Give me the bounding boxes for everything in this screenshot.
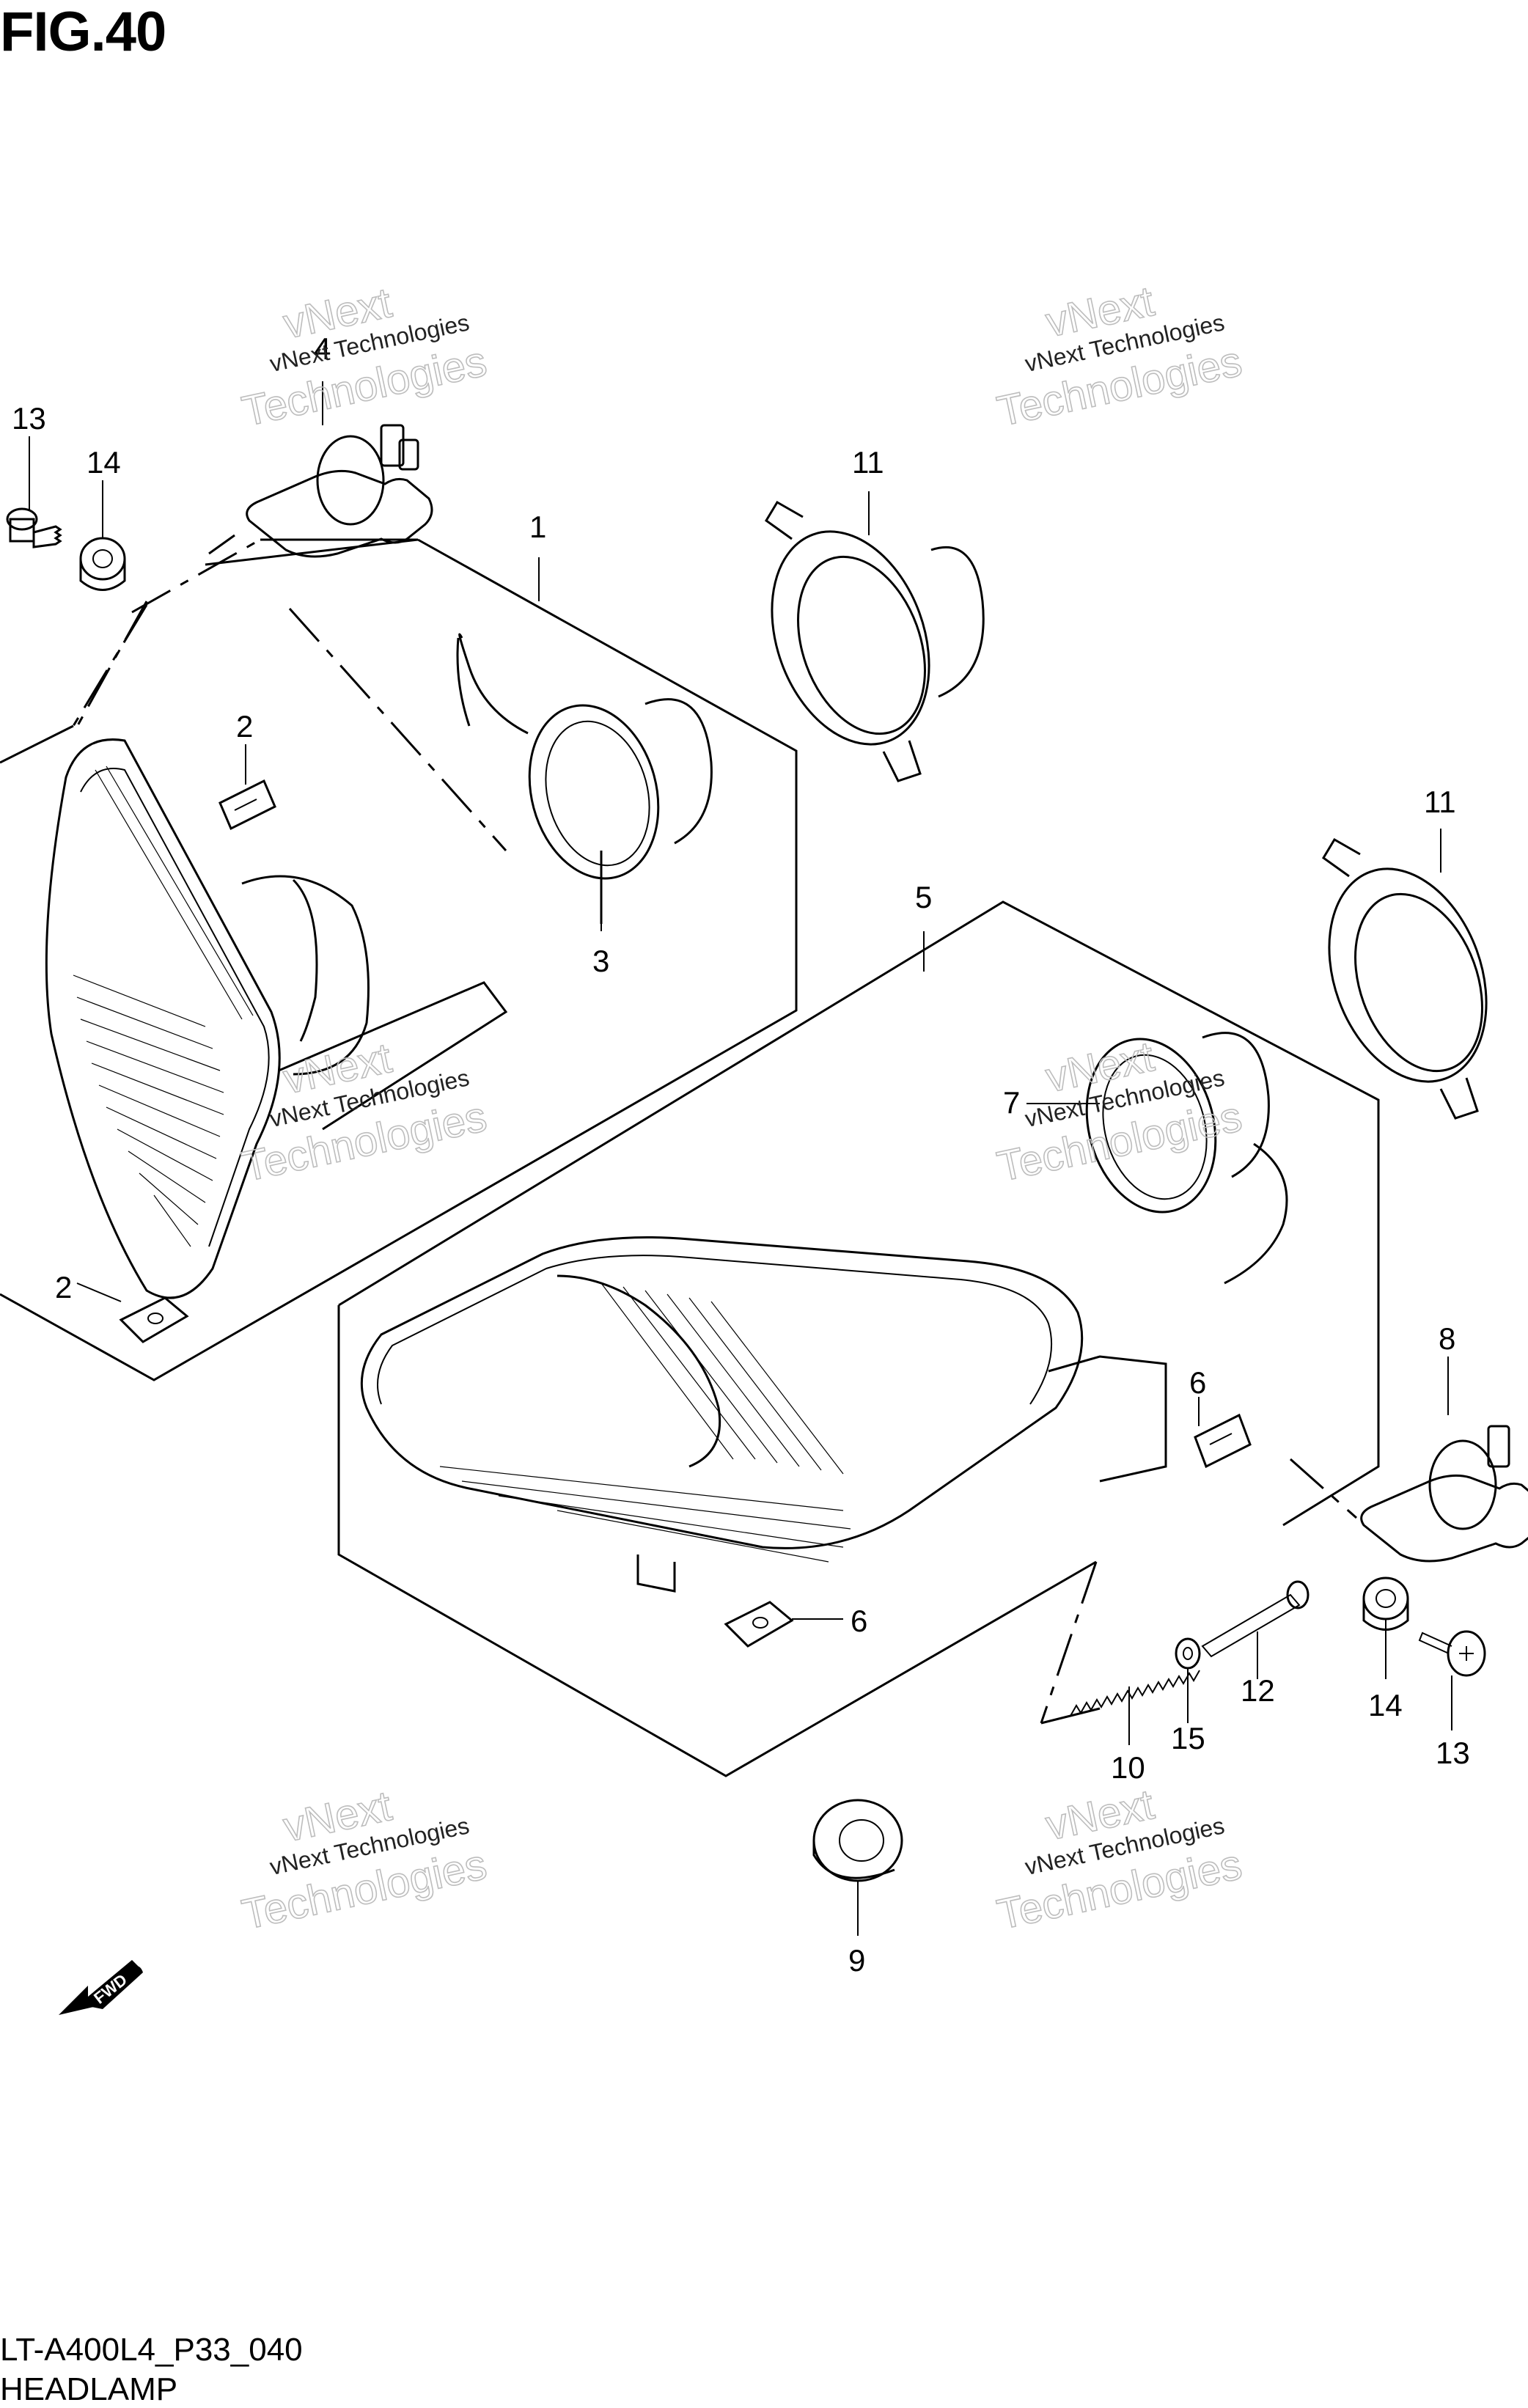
callout-12: 12 — [1241, 1673, 1275, 1708]
grommet-9 — [812, 1799, 903, 1882]
fwd-arrow-icon: FWD — [59, 1960, 143, 2015]
callout-10: 10 — [1111, 1750, 1145, 1785]
clip-6-right — [1194, 1413, 1252, 1469]
callout-6-lower: 6 — [851, 1604, 867, 1638]
assembly-5-frame — [337, 900, 1380, 1777]
assembly-1-frame — [0, 538, 798, 1381]
figure-title: FIG.40 — [0, 1, 166, 63]
grommet-14-left — [72, 537, 148, 727]
bulb-8 — [1290, 1425, 1528, 1563]
watermark-bottom-right: vNext vNext Technologies Technologies — [993, 1780, 1246, 1939]
diagram-code: LT-A400L4_P33_040 — [0, 2332, 303, 2368]
watermark-bottom-left: vNext vNext Technologies Technologies — [238, 1781, 491, 1939]
diagram-name: HEADLAMP — [0, 2371, 178, 2407]
socket-3 — [456, 633, 713, 924]
callout-2-lower: 2 — [55, 1270, 72, 1304]
watermark-top-left: vNext vNext Technologies Technologies — [238, 278, 491, 436]
washer-15 — [1175, 1637, 1201, 1670]
callout-13-left: 13 — [12, 401, 46, 436]
clip-6-lower — [724, 1601, 794, 1648]
callout-1: 1 — [529, 510, 546, 544]
headlamp-housing-5 — [360, 1236, 1167, 1593]
callout-4: 4 — [314, 331, 331, 366]
screw-12 — [1201, 1580, 1310, 1658]
headlamp-housing-1 — [45, 738, 508, 1299]
watermark-middle-left: vNext vNext Technologies Technologies — [238, 1033, 491, 1191]
callout-2-upper: 2 — [236, 709, 253, 744]
callout-11-upper: 11 — [852, 445, 884, 480]
clip-2-lower — [119, 1296, 189, 1343]
callout-6-right: 6 — [1189, 1365, 1206, 1400]
callout-13-right: 13 — [1436, 1736, 1470, 1770]
callout-14-left: 14 — [87, 445, 121, 480]
leader-lines — [29, 381, 1452, 1936]
callout-3: 3 — [592, 944, 609, 978]
clip-2-upper — [218, 779, 276, 831]
socket-7 — [1085, 1032, 1288, 1285]
watermark-top-right: vNext vNext Technologies Technologies — [993, 276, 1246, 436]
callout-11-right: 11 — [1424, 785, 1456, 819]
callout-5: 5 — [915, 880, 932, 914]
callout-14-right: 14 — [1368, 1688, 1403, 1722]
bolt-13-left — [6, 507, 62, 548]
bolt-13-right — [1418, 1630, 1486, 1677]
callout-7: 7 — [1003, 1085, 1020, 1120]
socket-ring-11-upper — [765, 500, 985, 782]
spring-10 — [1070, 1670, 1200, 1717]
callout-9: 9 — [848, 1943, 865, 1978]
socket-ring-11-right — [1322, 837, 1488, 1120]
bulb-4 — [208, 424, 507, 851]
callout-8: 8 — [1439, 1321, 1455, 1356]
callouts: 1 2 2 3 4 5 6 6 7 8 9 10 11 11 12 13 13 … — [12, 331, 1470, 1978]
callout-15: 15 — [1171, 1721, 1205, 1755]
